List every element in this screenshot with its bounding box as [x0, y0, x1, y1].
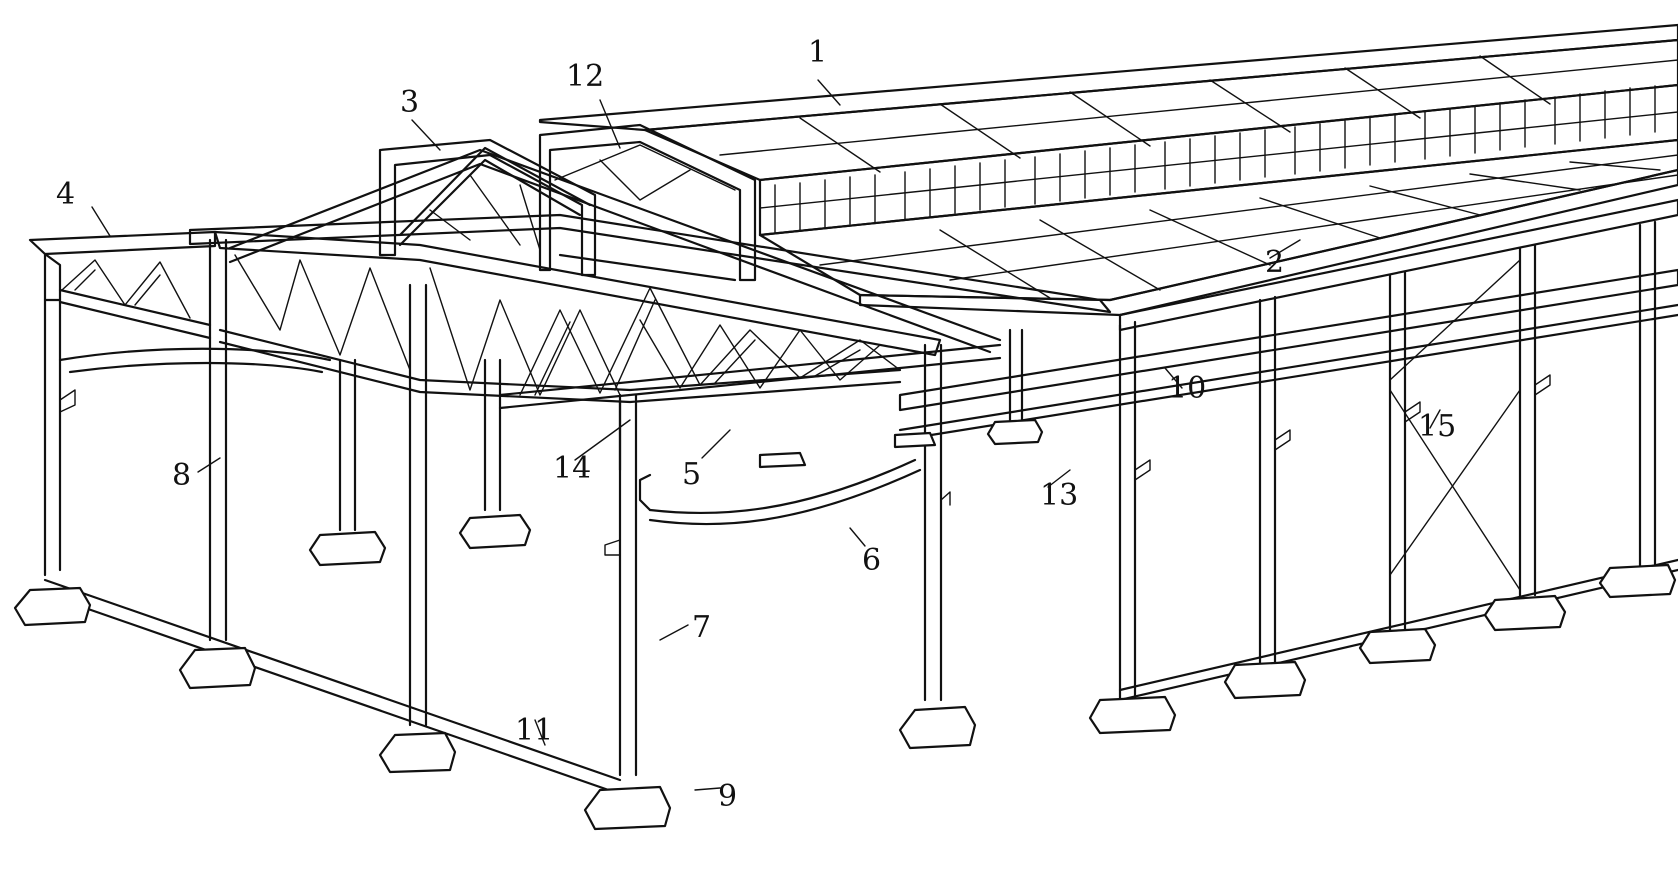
monitor-frame: [538, 123, 757, 282]
callout-3: 3: [400, 85, 419, 120]
callout-1: 1: [808, 35, 827, 70]
callout-4: 4: [56, 177, 75, 212]
callout-14: 14: [553, 451, 591, 486]
leader-lines: [91, 79, 1441, 791]
side-wall-frame: [898, 198, 1678, 735]
callout-10: 10: [1168, 371, 1206, 406]
callout-8: 8: [172, 458, 191, 493]
front-span-frame: [13, 230, 1044, 831]
callout-13: 13: [1040, 478, 1078, 513]
callout-5: 5: [682, 457, 701, 492]
callout-6: 6: [862, 543, 881, 578]
callout-12: 12: [566, 59, 604, 94]
callout-11: 11: [515, 713, 553, 748]
callout-labels: 1 2 3 4 5 6 7 8 9 10 11 12 13 14 15: [56, 35, 1456, 814]
callout-7: 7: [692, 610, 711, 645]
callout-15: 15: [1418, 409, 1456, 444]
middle-truss: [188, 138, 1112, 410]
callout-9: 9: [718, 779, 737, 814]
callout-2: 2: [1265, 245, 1284, 280]
